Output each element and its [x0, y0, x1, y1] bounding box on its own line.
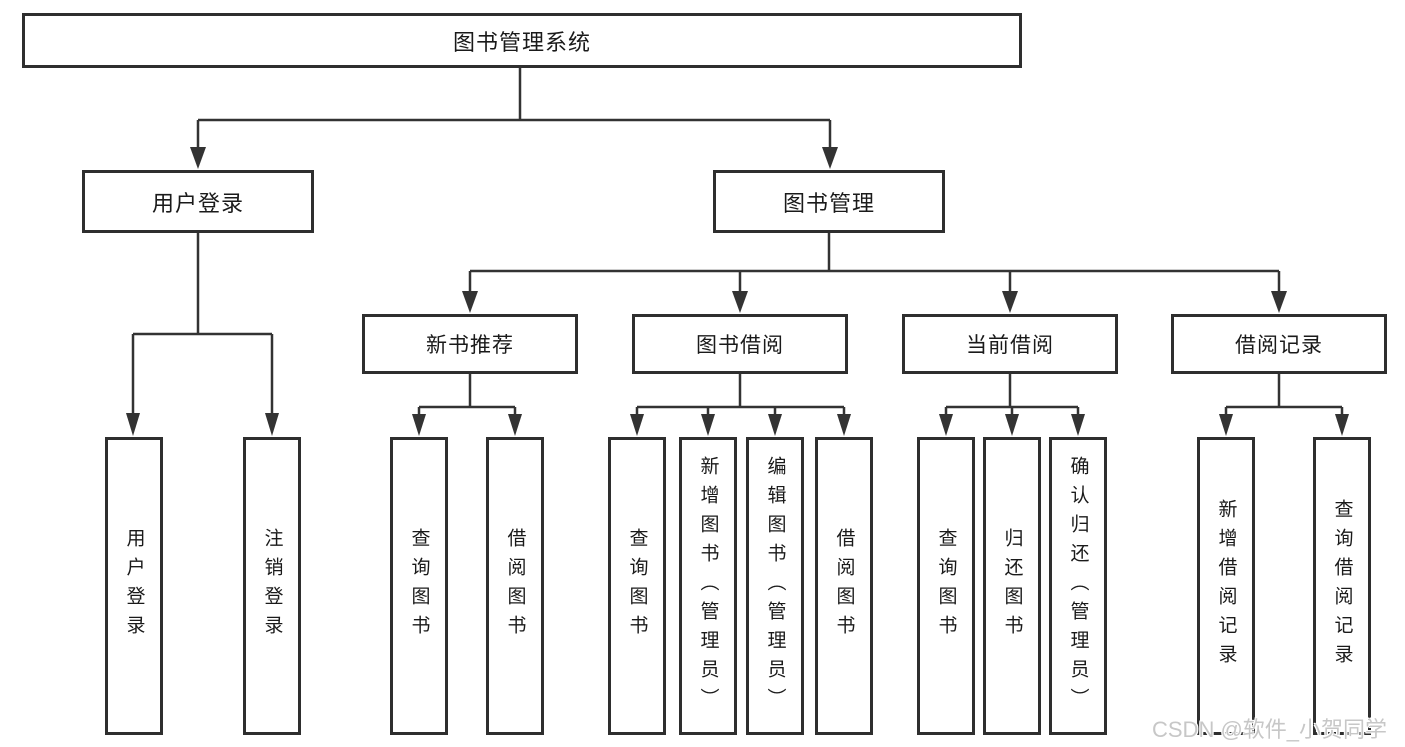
connector-user-login-to-leaves [126, 233, 279, 436]
node-label: 用户登录 [151, 190, 244, 216]
node-label: 查询图书 [626, 528, 648, 644]
node-label: 编辑图书（管理员） [764, 455, 786, 717]
node-label: 当前借阅 [966, 334, 1054, 357]
node-book-management: 图书管理 [713, 170, 945, 233]
node-label: 新增借阅记录 [1215, 499, 1237, 673]
node-label: 用户登录 [123, 528, 145, 644]
node-user-login: 用户登录 [82, 170, 314, 233]
node-label: 注销登录 [261, 528, 283, 644]
node-label: 借阅记录 [1235, 334, 1323, 357]
leaf-add-book-admin: 新增图书（管理员） [679, 437, 737, 735]
connector-book-borrowing-to-leaves [630, 373, 851, 436]
node-label: 归还图书 [1001, 528, 1023, 644]
node-label: 查询借阅记录 [1331, 499, 1353, 673]
leaf-query-books-borrowing: 查询图书 [608, 437, 666, 735]
connector-current-borrowing-to-leaves [939, 373, 1085, 436]
connector-new-book-recommend-to-leaves [412, 373, 522, 436]
node-label: 确认归还（管理员） [1067, 455, 1089, 717]
node-label: 图书借阅 [696, 334, 784, 357]
leaf-borrow-books: 借阅图书 [815, 437, 873, 735]
leaf-edit-book-admin: 编辑图书（管理员） [746, 437, 804, 735]
leaf-confirm-return-admin: 确认归还（管理员） [1049, 437, 1107, 735]
csdn-watermark: CSDN @软件_小贺同学 [1152, 717, 1388, 742]
leaf-user-login: 用户登录 [105, 437, 163, 735]
node-label: 查询图书 [935, 528, 957, 644]
node-label: 借阅图书 [504, 528, 526, 644]
leaf-query-books-current: 查询图书 [917, 437, 975, 735]
leaf-query-books-recommend: 查询图书 [390, 437, 448, 735]
node-label: 新增图书（管理员） [697, 455, 719, 717]
node-label: 查询图书 [408, 528, 430, 644]
connector-book-management-to-level3 [462, 233, 1287, 313]
node-label: 图书管理系统 [452, 29, 591, 55]
node-label: 新书推荐 [426, 334, 514, 357]
leaf-query-borrow-record: 查询借阅记录 [1313, 437, 1371, 735]
leaf-logout: 注销登录 [243, 437, 301, 735]
node-library-management-system: 图书管理系统 [22, 13, 1022, 68]
node-current-borrowing: 当前借阅 [902, 314, 1118, 374]
leaf-borrow-books-recommend: 借阅图书 [486, 437, 544, 735]
connector-borrowing-records-to-leaves [1219, 373, 1349, 436]
node-new-book-recommend: 新书推荐 [362, 314, 578, 374]
node-book-borrowing: 图书借阅 [632, 314, 848, 374]
leaf-add-borrow-record: 新增借阅记录 [1197, 437, 1255, 735]
node-label: 借阅图书 [833, 528, 855, 644]
node-borrowing-records: 借阅记录 [1171, 314, 1387, 374]
node-label: 图书管理 [782, 190, 875, 216]
connector-root-to-level2 [190, 68, 838, 169]
leaf-return-books: 归还图书 [983, 437, 1041, 735]
